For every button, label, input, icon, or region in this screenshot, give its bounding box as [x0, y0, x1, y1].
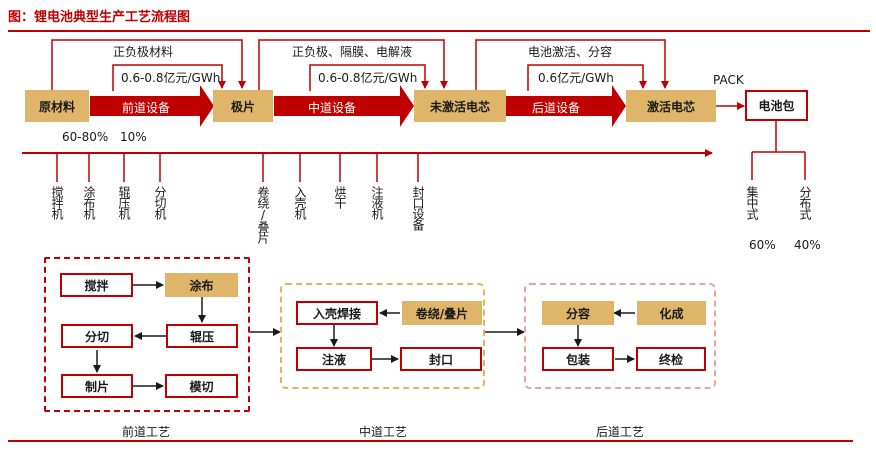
step-rolling: 辊压	[166, 324, 238, 348]
flow-arrow-middle	[274, 85, 414, 127]
value-line-front	[112, 64, 226, 91]
input-line-materials	[51, 39, 246, 91]
value-label-back: 0.6亿元/GWh	[538, 71, 614, 85]
input-label-materials: 正负极材料	[113, 45, 174, 59]
input-label-activation: 电池激活、分容	[528, 45, 613, 59]
share-front-equipment: 60-80%	[62, 130, 109, 144]
share-coating: 10%	[120, 130, 147, 144]
equip-slitter: 分切机	[153, 186, 167, 219]
equip-casing: 入壳机	[293, 186, 307, 219]
group-label-middle: 中道工艺	[359, 425, 408, 439]
input-label-separator: 正负极、隔膜、电解液	[292, 45, 413, 59]
step-packing: 包装	[542, 347, 614, 371]
equip-sealing: 封口设备	[411, 186, 425, 230]
pack-pct-centralized: 60%	[749, 238, 776, 252]
flow-arrow-front	[90, 85, 214, 127]
node-unactivated-cell: 未激活电芯	[414, 90, 506, 122]
step-final-inspection: 终检	[636, 347, 706, 371]
value-label-front: 0.6-0.8亿元/GWh	[121, 71, 221, 85]
node-activated-cell: 激活电芯	[626, 90, 716, 122]
pack-type-centralized: 集中式	[745, 186, 759, 219]
step-grading: 分容	[542, 301, 614, 325]
value-line-back	[527, 64, 647, 91]
step-mixing: 搅拌	[60, 273, 133, 297]
node-electrode: 极片	[213, 90, 273, 122]
pack-split-lines	[751, 120, 806, 180]
step-electrolyte-filling: 注液	[296, 347, 372, 371]
group-front-process	[44, 257, 250, 412]
equip-coater: 涂布机	[82, 186, 96, 219]
flow-arrow-back	[506, 85, 626, 127]
equip-roller: 辊压机	[117, 186, 131, 219]
title-rule	[8, 30, 870, 32]
equip-mixer: 搅拌机	[50, 186, 64, 219]
group-back-process	[524, 283, 716, 389]
step-casing-welding: 入壳焊接	[296, 301, 378, 325]
group-middle-process	[280, 283, 485, 389]
group-label-front: 前道工艺	[122, 425, 171, 439]
pack-pct-distributed: 40%	[794, 238, 821, 252]
bottom-rule	[8, 440, 853, 442]
diagram-title: 图：锂电池典型生产工艺流程图	[8, 10, 191, 25]
step-coating: 涂布	[165, 273, 238, 297]
equip-drying: 烘干	[333, 186, 347, 208]
node-raw-material: 原材料	[25, 90, 89, 122]
pack-type-distributed: 分布式	[798, 186, 812, 219]
node-battery-pack: 电池包	[745, 90, 808, 121]
step-winding-stacking: 卷绕/叠片	[402, 301, 482, 325]
step-formation: 化成	[637, 301, 706, 325]
group-label-back: 后道工艺	[596, 425, 645, 439]
arrow-label-middle: 中道设备	[308, 101, 357, 115]
step-sealing: 封口	[400, 347, 482, 371]
step-die-cutting: 模切	[165, 374, 238, 398]
input-line-activation	[475, 39, 669, 91]
value-line-middle	[309, 64, 429, 91]
arrow-label-front: 前道设备	[122, 101, 171, 115]
value-label-middle: 0.6-0.8亿元/GWh	[318, 71, 418, 85]
arrow-label-back: 后道设备	[532, 101, 581, 115]
input-line-separator	[258, 39, 448, 91]
timeline-ticks	[56, 153, 419, 182]
step-slitting: 分切	[61, 324, 133, 348]
pack-label: PACK	[713, 73, 744, 87]
equip-winding: 卷绕/叠片	[256, 186, 270, 243]
step-sheet-making: 制片	[61, 374, 133, 398]
equip-filling: 注液机	[370, 186, 384, 219]
